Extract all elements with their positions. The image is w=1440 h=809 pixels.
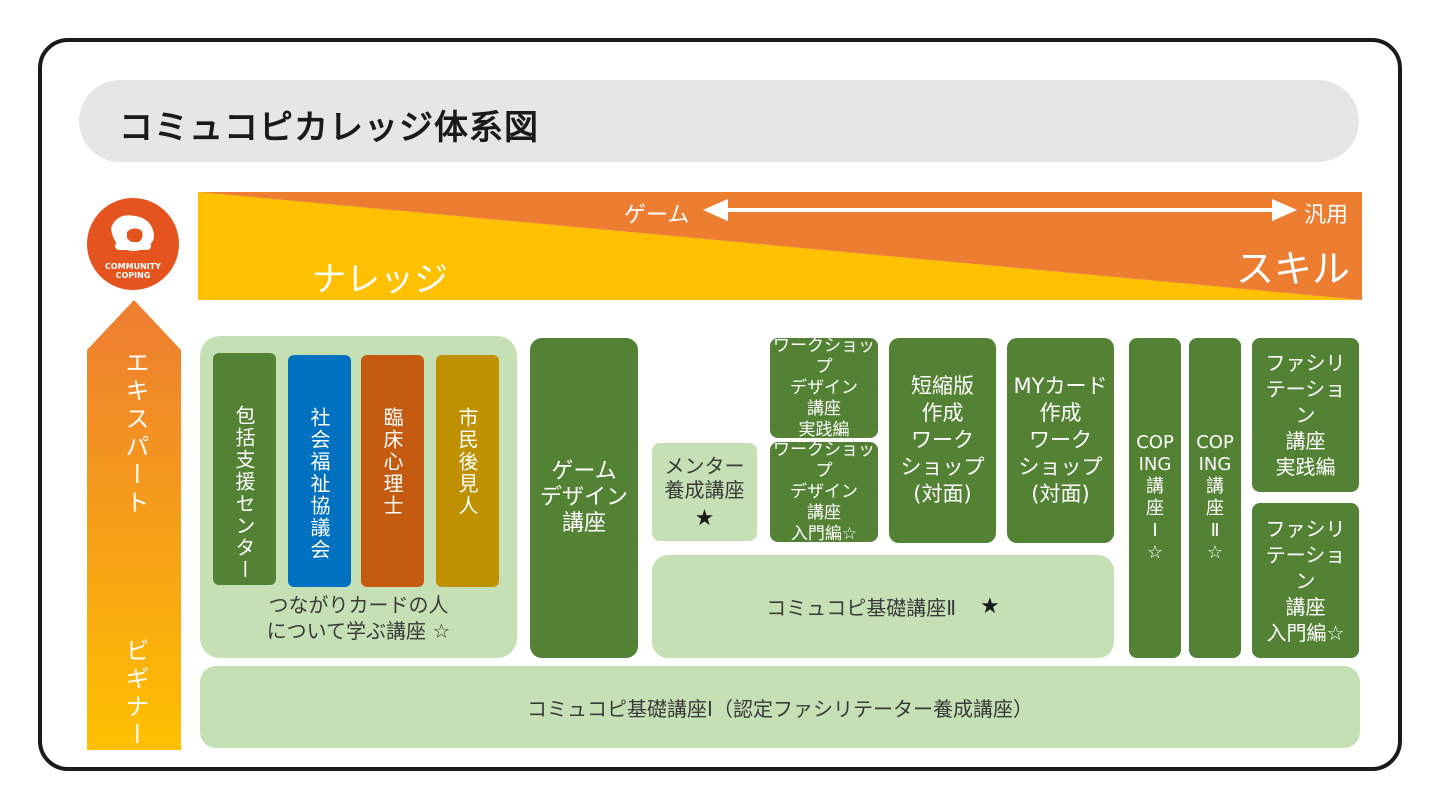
short-version-workshop-label: 短縮版 作成 ワーク ショップ (対面) (900, 374, 985, 506)
my-card-workshop: MYカード 作成 ワーク ショップ (対面) (1007, 338, 1114, 543)
band-label-general: 汎用 (1304, 203, 1349, 228)
community-coping-logo: COMMUNITY COPING (87, 198, 179, 290)
connection-course-caption: つながりカードの人 について学ぶ講座 ☆ (266, 593, 451, 643)
column-support-center-label: 包括支援センター (232, 405, 256, 581)
coping-course-1: COP ING 講 座 Ⅰ ☆ (1129, 338, 1181, 658)
level-arrow (87, 300, 181, 750)
page-title: コミュコピカレッジ体系図 (119, 108, 539, 148)
basic-course-2-label: コミュコピ基礎講座Ⅱ (766, 596, 957, 620)
title-bar: コミュコピカレッジ体系図 (79, 80, 1359, 162)
column-social-welfare: 社会福祉協議会 (288, 355, 351, 587)
arrow-label-beginner: ビギナー (121, 638, 149, 750)
band-label-game: ゲーム (624, 203, 690, 228)
column-clinical-psychologist-label: 臨床心理士 (380, 407, 404, 517)
facilitation-practice-label: ファシリ テーショ ン 講座 実践編 (1265, 351, 1346, 479)
double-arrow-icon (703, 198, 1297, 222)
workshop-design-practice: ワークショップ デザイン 講座 実践編 (770, 335, 878, 440)
mentor-course: メンター 養成講座 ★ (652, 443, 757, 541)
basic-course-1: コミュコピ基礎講座Ⅰ（認定ファシリテーター養成講座） (200, 666, 1360, 748)
skill-wedge (198, 192, 1362, 300)
facilitation-intro: ファシリ テーショ ン 講座 入門編☆ (1252, 503, 1359, 658)
band-label-skill: スキル (1236, 247, 1351, 291)
column-social-welfare-label: 社会福祉協議会 (307, 407, 331, 561)
basic-course-2-mark: ★ (980, 594, 1000, 619)
logo-line-2: COPING (115, 271, 151, 280)
coping-course-1-label: COP ING 講 座 Ⅰ ☆ (1136, 432, 1174, 563)
workshop-design-practice-label: ワークショップ デザイン 講座 実践編 (773, 335, 875, 440)
mentor-course-label: メンター 養成講座 (664, 453, 745, 502)
column-support-center: 包括支援センター (213, 353, 276, 585)
basic-course-2: コミュコピ基礎講座Ⅱ ★ (652, 555, 1114, 658)
my-card-workshop-label: MYカード 作成 ワーク ショップ (対面) (1013, 374, 1108, 506)
game-design-course: ゲーム デザイン 講座 (530, 338, 638, 658)
facilitation-intro-label: ファシリ テーショ ン 講座 入門編☆ (1265, 516, 1346, 645)
column-guardian-label: 市民後見人 (455, 407, 479, 517)
facilitation-practice: ファシリ テーショ ン 講座 実践編 (1252, 338, 1359, 492)
coping-course-2-label: COP ING 講 座 Ⅱ ☆ (1196, 432, 1234, 563)
arrow-label-expert: エキスパート (121, 350, 149, 518)
game-design-course-label: ゲーム デザイン 講座 (539, 459, 628, 536)
column-guardian: 市民後見人 (436, 355, 499, 587)
basic-course-1-label: コミュコピ基礎講座Ⅰ（認定ファシリテーター養成講座） (527, 696, 1033, 721)
column-clinical-psychologist: 臨床心理士 (361, 355, 424, 587)
coping-course-2: COP ING 講 座 Ⅱ ☆ (1189, 338, 1241, 658)
logo-line-1: COMMUNITY (104, 262, 161, 271)
hands-icon (111, 215, 154, 251)
mentor-course-mark: ★ (694, 505, 715, 531)
band-label-knowledge: ナレッジ (312, 260, 448, 300)
workshop-design-intro: ワークショップ デザイン 講座 入門編☆ (770, 439, 878, 544)
knowledge-skill-band (198, 192, 1362, 300)
short-version-workshop: 短縮版 作成 ワーク ショップ (対面) (889, 338, 996, 543)
workshop-design-intro-label: ワークショップ デザイン 講座 入門編☆ (773, 439, 875, 544)
